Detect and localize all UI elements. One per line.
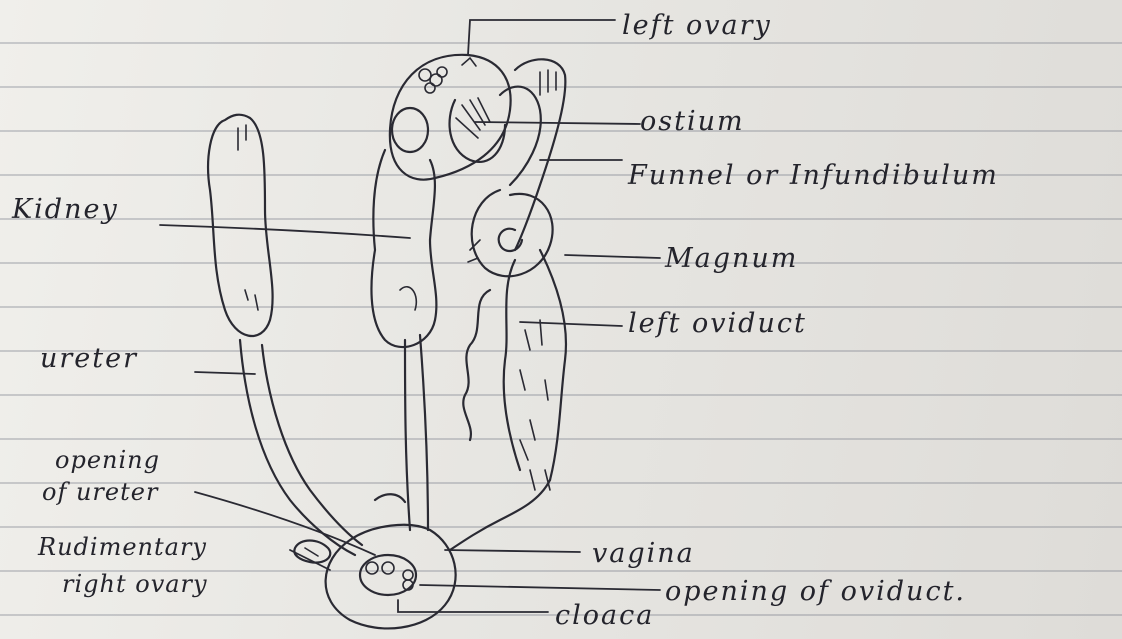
left-oviduct-shape	[450, 250, 566, 550]
label-funnel-infundibulum: Funnel or Infundibulum	[628, 162, 999, 189]
label-cloaca: cloaca	[555, 602, 654, 629]
rudimentary-right-ovary-shape	[294, 541, 330, 563]
label-ostium: ostium	[640, 108, 745, 135]
label-magnum: Magnum	[665, 245, 798, 272]
label-rudimentary-right-ovary-line1: Rudimentary	[38, 535, 207, 559]
label-ureter: ureter	[40, 345, 138, 372]
label-opening-of-oviduct: opening of oviduct.	[665, 578, 966, 605]
label-left-ovary: left ovary	[622, 12, 772, 39]
label-vagina: vagina	[592, 540, 695, 567]
label-opening-of-ureter-line2: of ureter	[42, 480, 158, 504]
ureter-tubes	[240, 335, 428, 555]
label-left-oviduct: left oviduct	[628, 310, 807, 337]
cloaca-shape	[326, 494, 456, 628]
magnum-shape	[468, 190, 553, 276]
label-rudimentary-right-ovary-line2: right ovary	[62, 572, 208, 596]
left-kidney-shape	[208, 115, 272, 336]
label-kidney: Kidney	[12, 196, 119, 223]
ostium-funnel-shape	[450, 59, 566, 250]
label-opening-of-ureter-line1: opening	[55, 448, 160, 472]
